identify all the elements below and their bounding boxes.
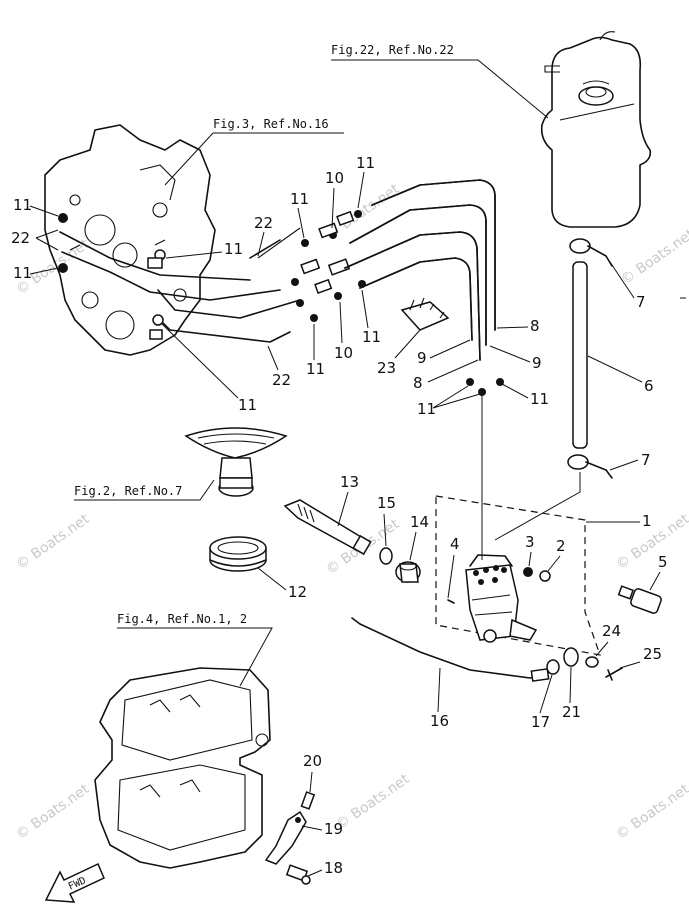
- washer-21: [563, 647, 579, 667]
- callout-6: 6: [644, 377, 654, 395]
- callout-18: 18: [324, 859, 343, 877]
- callout-9b: 9: [532, 354, 542, 372]
- callout-21: 21: [562, 703, 581, 721]
- callout-2: 2: [556, 537, 566, 555]
- callout-7b: 7: [641, 451, 651, 469]
- callout-14: 14: [410, 513, 429, 531]
- callout-11j: 11: [530, 390, 549, 408]
- watermark-9: © Boats.net: [613, 781, 689, 843]
- hose-6: [567, 238, 613, 479]
- oil-tank: [540, 31, 652, 228]
- fitting-18: [285, 864, 311, 885]
- oil-lines: [59, 227, 301, 343]
- callout-20: 20: [303, 752, 322, 770]
- upper-fittings: [291, 210, 366, 322]
- callout-13: 13: [340, 473, 359, 491]
- callout-11f: 11: [356, 154, 375, 172]
- pin-4: [447, 599, 455, 604]
- callouts: 22 11 11 11 22 11 22 11 10 11 11 10: [11, 154, 668, 877]
- callout-9a: 9: [417, 349, 427, 367]
- fwd-arrow: FWD: [44, 862, 105, 903]
- callout-11i: 11: [417, 400, 436, 418]
- callout-15: 15: [377, 494, 396, 512]
- washer-24: [585, 656, 599, 668]
- screws-2-3: [523, 567, 551, 582]
- callout-17: 17: [531, 713, 550, 731]
- funnel: [184, 427, 288, 497]
- fig4-ref: Fig.4, Ref.No.1, 2: [117, 612, 247, 626]
- engine-block-lower: [94, 667, 271, 869]
- callout-11g: 11: [306, 360, 325, 378]
- cable-16: [351, 617, 550, 682]
- callout-4: 4: [450, 535, 460, 553]
- shaft-13: [283, 499, 372, 556]
- washer-15: [379, 547, 393, 565]
- clamp: [400, 297, 450, 331]
- callout-16: 16: [430, 712, 449, 730]
- fitting-5: [617, 585, 662, 614]
- lever-19: [264, 810, 307, 865]
- engine-block-upper: [44, 124, 216, 356]
- bushing-14: [395, 561, 421, 583]
- fig2-ref: Fig.2, Ref.No.7: [74, 484, 182, 498]
- watermark-8: © Boats.net: [618, 226, 689, 288]
- callout-25: 25: [643, 645, 662, 663]
- callout-11h: 11: [362, 328, 381, 346]
- callout-1: 1: [642, 512, 652, 530]
- watermark-6: © Boats.net: [13, 781, 93, 843]
- nut-17: [546, 659, 560, 675]
- callout-23: 23: [377, 359, 396, 377]
- oil-pump: [465, 554, 538, 643]
- hoses: [344, 179, 504, 396]
- callout-3: 3: [525, 533, 535, 551]
- callout-10a: 10: [325, 169, 344, 187]
- callout-12: 12: [288, 583, 307, 601]
- collar-12: [209, 536, 267, 572]
- callout-7a: 7: [636, 293, 646, 311]
- pump-boundary: [435, 495, 601, 656]
- callout-22b: 22: [254, 214, 273, 232]
- callout-22a: 22: [11, 229, 30, 247]
- bolt-20: [300, 791, 316, 810]
- callout-11e: 11: [290, 190, 309, 208]
- fig3-ref: Fig.3, Ref.No.16: [213, 117, 329, 131]
- left-fittings: [58, 213, 166, 340]
- clip-25: [605, 667, 623, 681]
- callout-10b: 10: [334, 344, 353, 362]
- watermark-3: © Boats.net: [13, 511, 93, 573]
- watermark-7: © Boats.net: [333, 771, 413, 833]
- callout-8b: 8: [530, 317, 540, 335]
- callout-11b: 11: [13, 264, 32, 282]
- callout-22c: 22: [272, 371, 291, 389]
- fig22-ref: Fig.22, Ref.No.22: [331, 43, 454, 57]
- callout-11a: 11: [13, 196, 32, 214]
- callout-19: 19: [324, 820, 343, 838]
- callout-11c: 11: [224, 240, 243, 258]
- callout-11d: 11: [238, 396, 257, 414]
- callout-24: 24: [602, 622, 621, 640]
- callout-5: 5: [658, 553, 668, 571]
- callout-8a: 8: [413, 374, 423, 392]
